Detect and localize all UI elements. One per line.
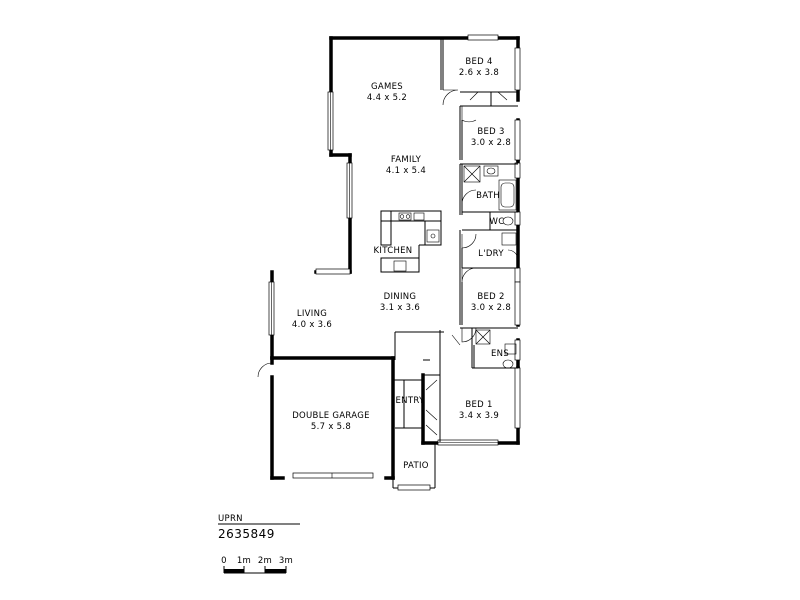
doors — [257, 89, 519, 436]
room-bed2-size: 3.0 x 2.8 — [471, 303, 511, 313]
room-entry-name: ENTRY — [396, 396, 425, 406]
room-dining-size: 3.1 x 3.6 — [380, 303, 420, 313]
room-ldry-name: L'DRY — [478, 249, 504, 259]
room-bed1-size: 3.4 x 3.9 — [459, 411, 499, 421]
room-living-name: LIVING — [297, 309, 327, 319]
interior-walls — [380, 38, 518, 442]
scale-tick-1m: 1m — [237, 556, 251, 566]
room-family-size: 4.1 x 5.4 — [386, 166, 426, 176]
fixtures — [393, 165, 517, 369]
room-garage-name: DOUBLE GARAGE — [292, 411, 370, 421]
room-bed3-size: 3.0 x 2.8 — [471, 138, 511, 148]
room-bed3-name: BED 3 — [477, 127, 504, 137]
scale-tick-0: 0 — [221, 556, 227, 566]
room-games-size: 4.4 x 5.2 — [367, 93, 407, 103]
windows — [268, 34, 521, 479]
room-bed4-name: BED 4 — [465, 57, 492, 67]
scale-bar: 0 1m 2m 3m — [221, 556, 293, 574]
scale-tick-2m: 2m — [258, 556, 272, 566]
room-ens-name: ENS — [491, 349, 509, 359]
room-wc-name: WC — [490, 217, 505, 227]
patio — [392, 443, 436, 491]
room-bath-name: BATH — [476, 191, 500, 201]
scale-tick-3m: 3m — [279, 556, 293, 566]
room-bed2-name: BED 2 — [477, 292, 504, 302]
room-games-name: GAMES — [371, 82, 403, 92]
room-living-size: 4.0 x 3.6 — [292, 320, 332, 330]
room-family-name: FAMILY — [391, 155, 422, 165]
uprn-label: UPRN — [218, 514, 243, 524]
room-labels: GAMES 4.4 x 5.2 BED 4 2.6 x 3.8 BED 3 3.… — [292, 57, 511, 471]
room-garage-size: 5.7 x 5.8 — [311, 422, 351, 432]
room-dining-name: DINING — [384, 292, 417, 302]
room-patio-name: PATIO — [403, 461, 429, 471]
room-bed1-name: BED 1 — [465, 400, 492, 410]
uprn-value: 2635849 — [218, 527, 275, 541]
room-kitchen-name: KITCHEN — [374, 246, 413, 256]
uprn-block: UPRN 2635849 — [218, 514, 300, 541]
room-bed4-size: 2.6 x 3.8 — [459, 68, 499, 78]
